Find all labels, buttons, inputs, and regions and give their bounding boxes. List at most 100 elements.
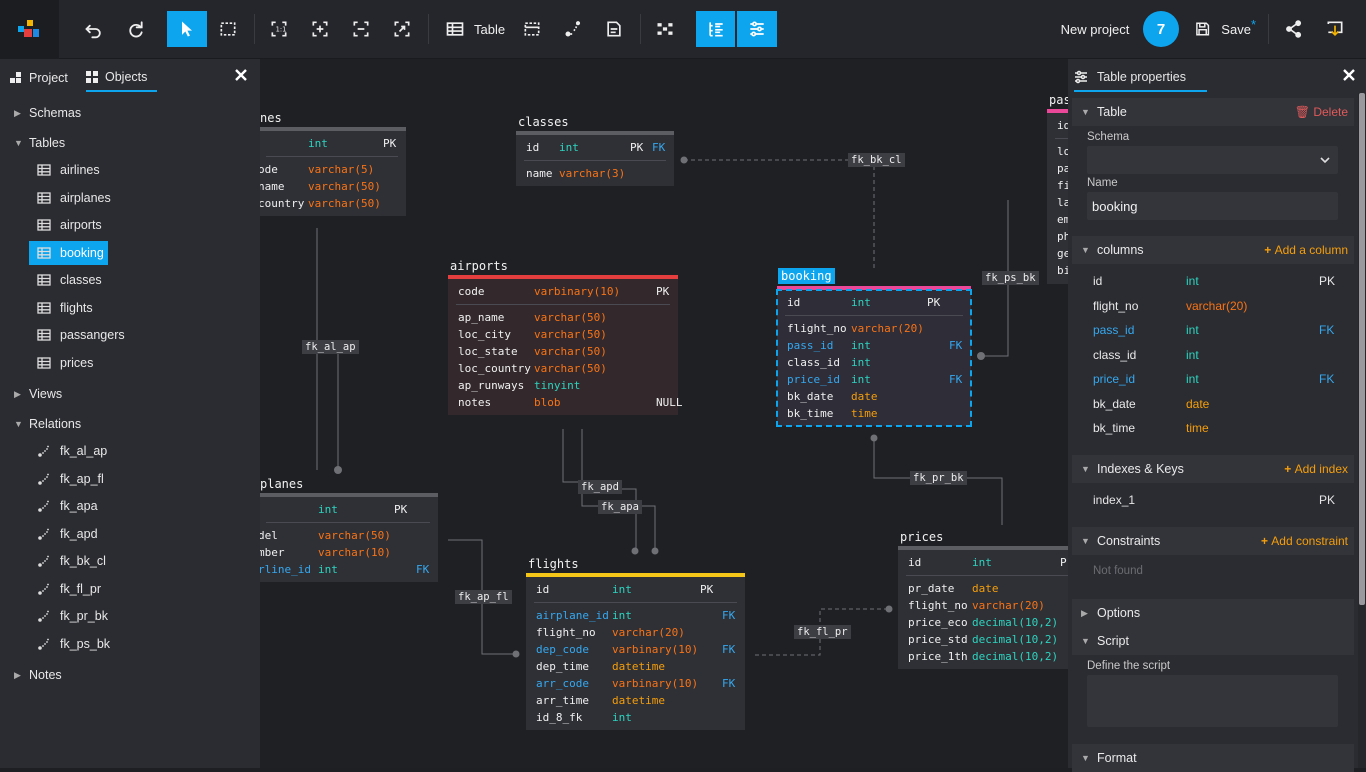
tree-relations[interactable]: ▼Relations: [0, 412, 260, 436]
app-logo[interactable]: [0, 0, 59, 59]
add-index-button[interactable]: + Add index: [1284, 462, 1348, 476]
entity-row[interactable]: fi: [1047, 177, 1068, 194]
add-constraint-button[interactable]: + Add constraint: [1261, 534, 1348, 548]
scrollbar-thumb[interactable]: [1359, 93, 1365, 605]
tree-table-booking[interactable]: booking: [29, 240, 108, 265]
close-properties-button[interactable]: [1342, 68, 1358, 84]
relation-label-fk_fl_pr[interactable]: fk_fl_pr: [794, 625, 851, 639]
select-tool-button[interactable]: [167, 11, 207, 47]
scrollbar[interactable]: [1358, 93, 1366, 768]
tree-relation-fk_ap_fl[interactable]: fk_ap_fl: [29, 467, 259, 491]
tree-views[interactable]: ▶Views: [0, 382, 260, 406]
relation-label-fk_pr_bk[interactable]: fk_pr_bk: [910, 471, 967, 485]
table-name-input[interactable]: booking: [1087, 192, 1338, 220]
tree-table-flights[interactable]: flights: [29, 296, 259, 320]
entity-row[interactable]: la: [1047, 194, 1068, 211]
tree-relation-fk_pr_bk[interactable]: fk_pr_bk: [29, 604, 259, 628]
relation-label-fk_ap_fl[interactable]: fk_ap_fl: [455, 590, 512, 604]
tree-table-prices[interactable]: prices: [29, 351, 259, 375]
tree-relation-fk_al_ap[interactable]: fk_al_ap: [29, 439, 259, 463]
save-button[interactable]: Save*: [1190, 11, 1256, 47]
entity-row[interactable]: ph: [1047, 228, 1068, 245]
section-indexes[interactable]: ▼Indexes & Keys + Add index: [1072, 455, 1354, 483]
relation-label-fk_al_ap[interactable]: fk_al_ap: [302, 340, 359, 354]
add-note-button[interactable]: [596, 11, 632, 47]
tree-relation-fk_bk_cl[interactable]: fk_bk_cl: [29, 549, 259, 573]
toggle-objects-panel-button[interactable]: [696, 11, 735, 47]
zoom-actual-button[interactable]: 1:1: [261, 11, 297, 47]
relation-label-fk_apd[interactable]: fk_apd: [578, 480, 622, 494]
script-textarea[interactable]: [1087, 675, 1338, 727]
tree-relation-fk_apa[interactable]: fk_apa: [29, 494, 259, 518]
index-row[interactable]: index_1 PK: [1093, 488, 1351, 512]
fit-screen-button[interactable]: [384, 11, 420, 47]
tree-table-classes[interactable]: classes: [29, 268, 259, 292]
add-view-button[interactable]: [514, 11, 550, 47]
add-table-button[interactable]: Table: [437, 11, 507, 47]
close-panel-button[interactable]: [234, 68, 250, 84]
zoom-in-button[interactable]: [302, 11, 338, 47]
tree-table-airports[interactable]: airports: [29, 213, 259, 237]
section-options[interactable]: ▶Options: [1072, 599, 1354, 627]
redo-button[interactable]: [117, 11, 153, 47]
area-select-button[interactable]: [210, 11, 246, 47]
section-table[interactable]: ▼Table 🗑︎ Delete: [1072, 98, 1354, 126]
schema-select[interactable]: [1087, 146, 1338, 174]
zoom-out-button[interactable]: [343, 11, 379, 47]
entity-row[interactable]: em: [1047, 211, 1068, 228]
tree-schemas[interactable]: ▶Schemas: [0, 101, 260, 125]
entity-row[interactable]: lo: [1047, 143, 1068, 160]
tree-relation-fk_ps_bk[interactable]: fk_ps_bk: [29, 632, 259, 656]
project-name[interactable]: New project: [1055, 11, 1135, 47]
tab-project[interactable]: Project: [10, 64, 70, 92]
entity-row[interactable]: pa: [1047, 160, 1068, 177]
entity-row[interactable]: ge: [1047, 245, 1068, 262]
user-avatar-badge[interactable]: 7: [1143, 11, 1179, 47]
tree-relation-fk_apd[interactable]: fk_apd: [29, 522, 259, 546]
section-constraints[interactable]: ▼Constraints + Add constraint: [1072, 527, 1354, 555]
add-relation-button[interactable]: [555, 11, 591, 47]
relation-label-fk_ps_bk[interactable]: fk_ps_bk: [982, 271, 1039, 285]
tree-table-passangers[interactable]: passangers: [29, 323, 259, 347]
